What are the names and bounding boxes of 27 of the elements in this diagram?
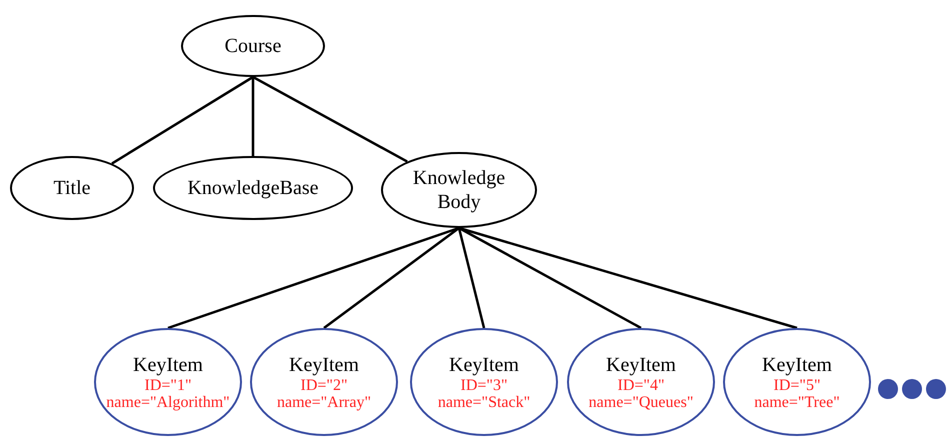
- connector-line: [458, 226, 798, 330]
- node-attribute: ID="5": [774, 377, 820, 394]
- connector-line: [168, 226, 460, 330]
- connector-line: [111, 76, 254, 165]
- node-attribute: name="Algorithm": [106, 394, 230, 411]
- node-attribute: name="Array": [276, 394, 372, 411]
- node-title: KeyItem: [606, 353, 676, 377]
- node-title: KnowledgeBase: [187, 176, 319, 200]
- node-title: KeyItem: [762, 353, 832, 377]
- node-title: Title: [53, 176, 91, 200]
- connector-line: [252, 77, 254, 156]
- node-attribute: ID="2": [300, 377, 348, 394]
- connector-line: [458, 228, 486, 328]
- node-title: Course: [224, 34, 282, 58]
- node-title: KeyItem: [449, 353, 519, 377]
- connector-line: [458, 226, 642, 330]
- connector-line: [323, 227, 460, 329]
- node-title: KeyItem: [289, 353, 359, 377]
- node-attribute: name="Queues": [588, 394, 694, 411]
- node-attribute: name="Tree": [754, 394, 840, 411]
- node-attribute: ID="4": [618, 377, 664, 394]
- node-attribute: ID="3": [460, 377, 508, 394]
- node-title: Knowledge Body: [412, 166, 506, 214]
- node-attribute: ID="1": [144, 377, 192, 394]
- node-title: KeyItem: [133, 353, 203, 377]
- connector-line: [252, 76, 408, 163]
- node-attribute: name="Stack": [438, 394, 530, 411]
